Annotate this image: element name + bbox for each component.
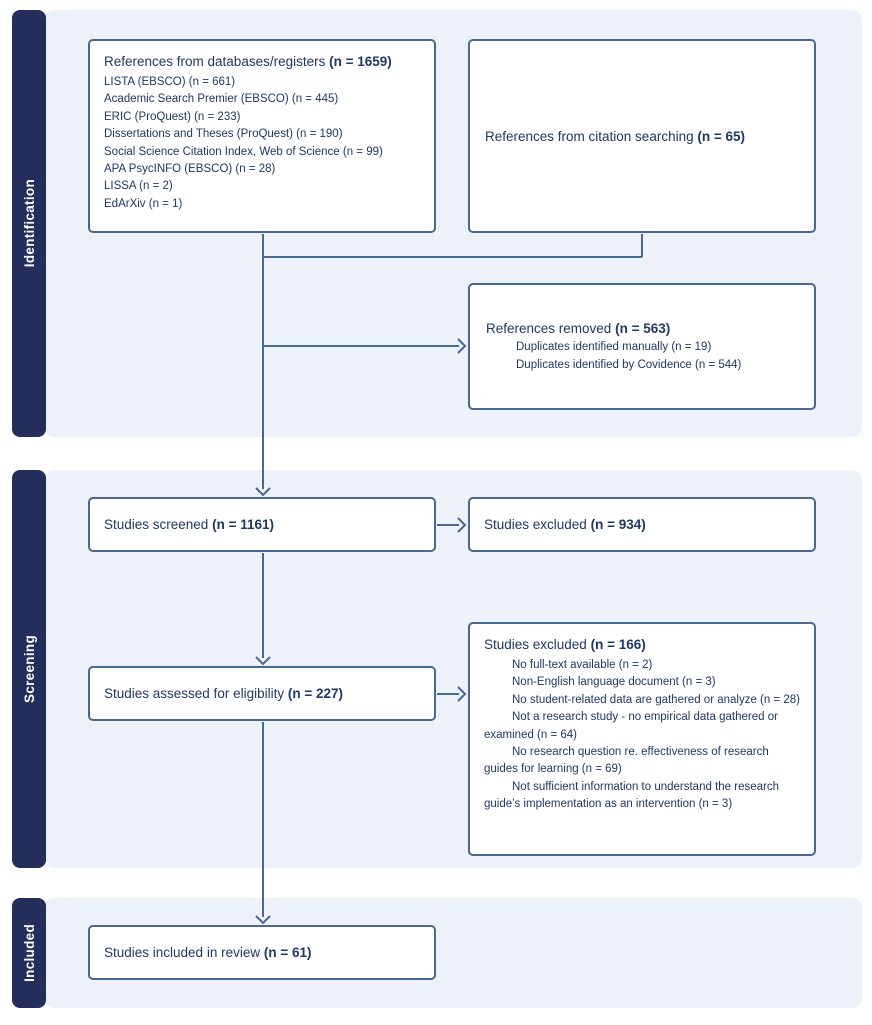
box-studies-screened: Studies screened (n = 1161) xyxy=(88,497,436,552)
list-item: Non-English language document (n = 3) xyxy=(512,676,716,689)
list-item: Social Science Citation Index, Web of Sc… xyxy=(104,145,383,158)
box-title-text: References removed xyxy=(486,321,612,337)
box-studies-excluded-eligibility: Studies excluded (n = 166) No full-text … xyxy=(468,622,816,856)
list-item: EdArXiv (n = 1) xyxy=(104,197,183,210)
stage-label-identification: Identification xyxy=(12,10,46,437)
box-title-text: Studies screened xyxy=(104,517,209,532)
box-references-removed: References removed (n = 563) Duplicates … xyxy=(468,283,816,410)
exclusion-reasons-list: No full-text available (n = 2) Non-Englis… xyxy=(484,657,804,814)
box-references-databases: References from databases/registers (n =… xyxy=(88,39,436,233)
box-title: Studies included in review (n = 61) xyxy=(104,945,312,960)
list-item: Academic Search Premier (EBSCO) (n = 445… xyxy=(104,93,339,106)
list-item: LISSA (n = 2) xyxy=(104,180,173,193)
box-title-count: (n = 227) xyxy=(287,686,344,701)
box-studies-assessed-eligibility: Studies assessed for eligibility (n = 22… xyxy=(88,666,436,721)
box-title-text: References from citation searching xyxy=(485,128,694,144)
stage-label-text: Identification xyxy=(21,179,37,268)
box-title-text: Studies included in review xyxy=(104,945,261,960)
stage-label-included: Included xyxy=(12,898,46,1008)
stage-label-text: Included xyxy=(21,924,37,982)
database-list: LISTA (EBSCO) (n = 661) Academic Search P… xyxy=(104,74,424,213)
box-title-count: (n = 65) xyxy=(697,128,746,144)
box-title-count: (n = 1161) xyxy=(212,517,275,532)
box-title-count: (n = 934) xyxy=(590,517,646,532)
box-title-count: (n = 61) xyxy=(263,945,312,960)
box-title-text: Studies excluded xyxy=(484,637,587,652)
list-item: LISTA (EBSCO) (n = 661) xyxy=(104,76,236,88)
list-item: APA PsycINFO (EBSCO) (n = 28) xyxy=(104,163,276,176)
list-item: Duplicates identified manually (n = 19) xyxy=(516,341,712,354)
list-item: ERIC (ProQuest) (n = 233) xyxy=(104,110,241,123)
stage-label-text: Screening xyxy=(21,635,37,703)
box-title-count: (n = 1659) xyxy=(329,54,392,69)
box-title-text: References from databases/registers xyxy=(104,54,326,69)
box-references-citation-searching: References from citation searching (n = … xyxy=(468,39,816,233)
list-item: No research question re. effectiveness o… xyxy=(484,746,769,776)
box-studies-excluded-screening: Studies excluded (n = 934) xyxy=(468,497,816,552)
box-title: References from databases/registers (n =… xyxy=(104,52,424,72)
list-item: Duplicates identified by Covidence (n = … xyxy=(516,358,742,371)
box-title-count: (n = 563) xyxy=(615,321,671,337)
box-title: References removed (n = 563) xyxy=(486,319,806,339)
box-title: Studies screened (n = 1161) xyxy=(104,517,274,532)
stage-label-screening: Screening xyxy=(12,470,46,868)
box-title: Studies assessed for eligibility (n = 22… xyxy=(104,686,343,701)
list-item: No student-related data are gathered or … xyxy=(512,693,800,706)
box-title: Studies excluded (n = 934) xyxy=(484,517,646,532)
removed-reasons-list: Duplicates identified manually (n = 19) D… xyxy=(486,339,806,374)
box-title-text: Studies excluded xyxy=(484,517,587,532)
list-item: Not a research study - no empirical data… xyxy=(484,711,778,741)
box-studies-included: Studies included in review (n = 61) xyxy=(88,925,436,980)
list-item: Dissertations and Theses (ProQuest) (n =… xyxy=(104,128,343,141)
box-title-count: (n = 166) xyxy=(590,637,646,652)
list-item: Not sufficient information to understand… xyxy=(484,780,779,811)
box-title: Studies excluded (n = 166) xyxy=(484,635,804,655)
box-title-text: Studies assessed for eligibility xyxy=(104,686,285,701)
box-title: References from citation searching (n = … xyxy=(485,129,745,144)
list-item: No full-text available (n = 2) xyxy=(512,659,653,671)
